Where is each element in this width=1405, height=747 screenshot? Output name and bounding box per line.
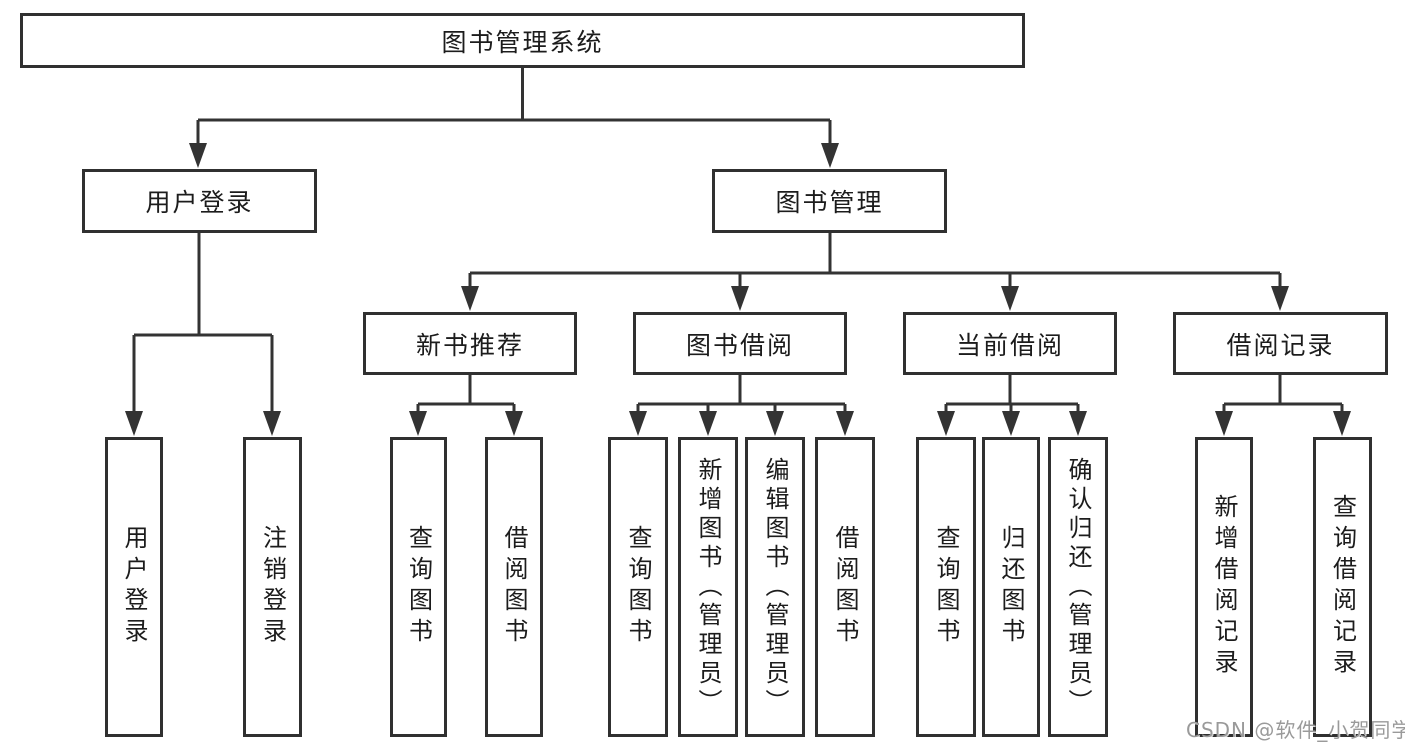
leaf-bb-borrow-books: 借阅图书 — [815, 437, 875, 737]
node-book-borrow: 图书借阅 — [633, 312, 847, 375]
leaf-bb-add-books-admin: 新增图书（管理员） — [678, 437, 738, 737]
node-label: 归还图书 — [997, 525, 1025, 649]
leaf-br-add-borrow-record: 新增借阅记录 — [1195, 437, 1253, 737]
leaf-br-query-borrow-record: 查询借阅记录 — [1313, 437, 1372, 737]
node-label: 用户登录 — [120, 525, 148, 649]
node-label: 查询借阅记录 — [1328, 494, 1357, 680]
node-label: 查询图书 — [624, 525, 652, 649]
leaf-bb-query-books: 查询图书 — [608, 437, 668, 737]
node-library-management-system: 图书管理系统 — [20, 13, 1025, 68]
connector-lines — [132, 68, 1344, 414]
node-label: 确认归还（管理员） — [1064, 456, 1092, 718]
node-label: 图书借阅 — [685, 330, 794, 360]
node-current-borrow: 当前借阅 — [903, 312, 1117, 375]
node-label: 编辑图书（管理员） — [761, 456, 789, 718]
node-label: 借阅图书 — [500, 525, 528, 649]
csdn-watermark: CSDN @软件_小贺同学 — [1186, 718, 1405, 742]
leaf-nbr-query-books: 查询图书 — [390, 437, 447, 737]
leaf-nbr-borrow-books: 借阅图书 — [485, 437, 543, 737]
node-label: 查询图书 — [404, 525, 433, 649]
leaf-cb-query-books: 查询图书 — [916, 437, 976, 737]
node-new-book-recommend: 新书推荐 — [363, 312, 577, 375]
node-label: 图书管理 — [775, 188, 884, 217]
node-book-management: 图书管理 — [712, 169, 947, 233]
node-label: 借阅图书 — [831, 525, 859, 649]
node-label: 借阅记录 — [1226, 330, 1335, 360]
leaf-user-login: 用户登录 — [105, 437, 163, 737]
node-label: 当前借阅 — [955, 330, 1064, 360]
leaf-cb-return-books: 归还图书 — [982, 437, 1040, 737]
node-label: 新增图书（管理员） — [694, 456, 722, 718]
arrowheads — [125, 143, 1351, 436]
leaf-logout: 注销登录 — [243, 437, 302, 737]
node-user-login: 用户登录 — [82, 169, 317, 233]
node-label: 新增借阅记录 — [1210, 494, 1238, 680]
node-label: 用户登录 — [145, 188, 254, 217]
leaf-cb-confirm-return-admin: 确认归还（管理员） — [1048, 437, 1108, 737]
node-label: 新书推荐 — [415, 330, 524, 360]
node-borrow-records: 借阅记录 — [1173, 312, 1388, 375]
node-label: 图书管理系统 — [441, 27, 604, 57]
node-label: 查询图书 — [932, 525, 960, 649]
leaf-bb-edit-books-admin: 编辑图书（管理员） — [745, 437, 805, 737]
node-label: 注销登录 — [258, 525, 287, 649]
